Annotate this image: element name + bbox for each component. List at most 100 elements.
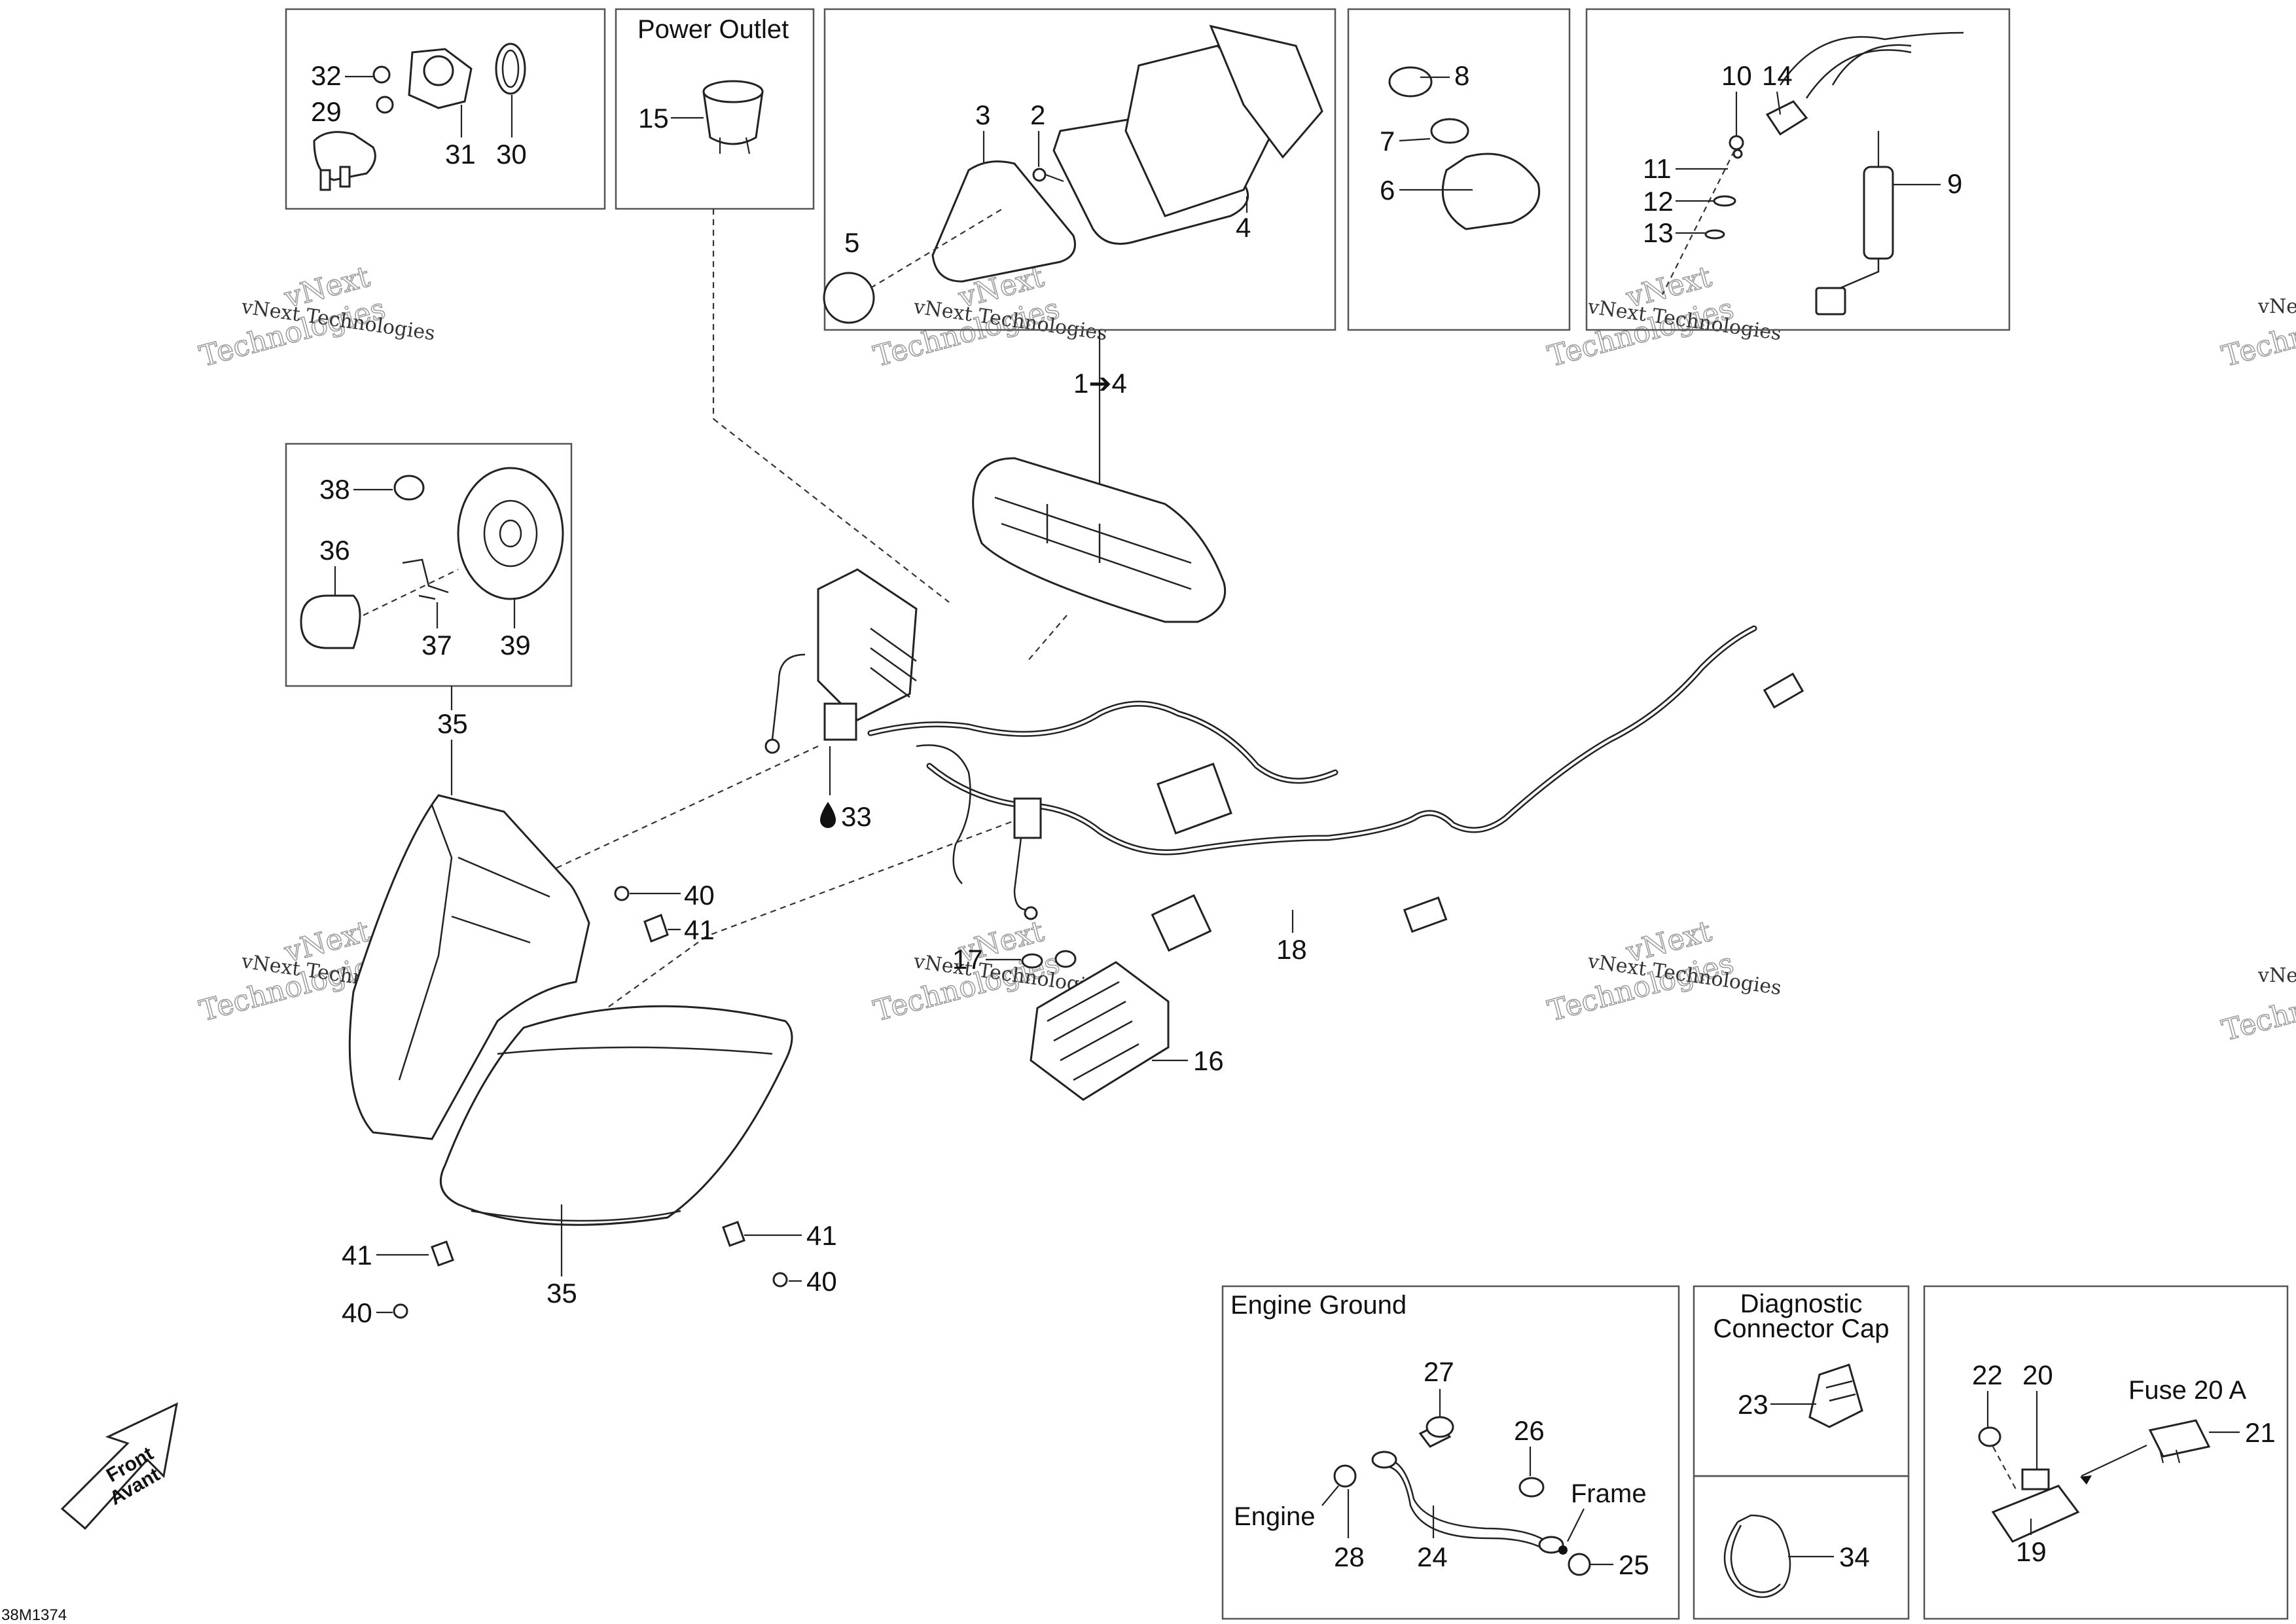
box-taillight: 32 29 31 30 — [285, 8, 606, 210]
callout-41-c: 41 — [342, 1240, 372, 1271]
box-cable-tie: 34 — [1693, 1475, 1910, 1620]
harness-connector-icon — [1403, 896, 1448, 933]
star-washer-icon — [1333, 1464, 1357, 1488]
ground-strap-icon — [1377, 1458, 1552, 1553]
callout-22: 22 — [1972, 1360, 2003, 1390]
headlight-bulb-icon — [300, 594, 361, 649]
harness-module-icon — [1157, 763, 1232, 835]
watermark-1: vNext Technologies vNext Technologies — [196, 259, 437, 374]
front-arrow: Front Avant — [60, 1402, 178, 1530]
box-sensor: 10 14 11 12 13 9 — [1585, 8, 2011, 331]
arrow-head-icon — [2080, 1475, 2092, 1485]
box-frame — [285, 8, 606, 210]
bolt-icon — [1021, 953, 1043, 969]
watermark-text: vNext Technologies — [2257, 964, 2296, 987]
callout-12: 12 — [1643, 186, 1674, 217]
box-power-outlet: Power Outlet 15 — [615, 8, 815, 210]
callout-39: 39 — [500, 630, 531, 660]
voltage-regulator-icon — [1030, 961, 1170, 1101]
box-frame — [1585, 8, 2011, 331]
callout-31: 31 — [445, 139, 476, 170]
callout-40-c: 40 — [342, 1297, 372, 1328]
harness-plug-icon — [1013, 797, 1042, 839]
screw-icon — [393, 1303, 408, 1319]
relay-connector-icon — [823, 702, 857, 741]
washer-icon — [1704, 229, 1725, 240]
callout-9: 9 — [1947, 168, 1962, 199]
box-headlight-bulb: 38 36 37 39 — [285, 442, 573, 710]
box-gauge: 3 2 5 4 — [823, 8, 1336, 331]
diagram-code: 38M1374 — [1, 1606, 67, 1624]
callout-25: 25 — [1619, 1549, 1649, 1580]
callout-5: 5 — [844, 227, 859, 258]
bulb-socket-icon — [313, 131, 376, 181]
callout-26: 26 — [1514, 1415, 1545, 1446]
box-fuse: Fuse 20 A 22 20 21 19 — [1923, 1285, 2289, 1620]
callout-30: 30 — [496, 139, 527, 170]
star-washer-icon — [1568, 1553, 1591, 1576]
relay-box-icon — [817, 568, 918, 721]
harness-end-connector-icon — [1763, 672, 1804, 709]
callout-41-b: 41 — [806, 1220, 837, 1251]
callout-34: 34 — [1839, 1542, 1870, 1572]
callout-2: 2 — [1030, 99, 1045, 130]
callout-33: 33 — [841, 801, 872, 832]
key-icon — [1388, 66, 1433, 98]
callout-11: 11 — [1643, 153, 1672, 184]
clip-nut-icon — [722, 1221, 745, 1247]
box-frame — [1347, 8, 1571, 331]
box-title-diagnostic-line2: Connector Cap — [1713, 1314, 1889, 1343]
sensor-icon — [1863, 166, 1894, 260]
callout-4: 4 — [1236, 212, 1251, 243]
callout-16: 16 — [1193, 1045, 1224, 1076]
screw-icon — [1032, 168, 1047, 182]
nut-icon — [1054, 950, 1077, 968]
ignition-switch-icon — [1441, 153, 1541, 230]
callout-7: 7 — [1380, 126, 1395, 156]
box-diagnostic-cap: Diagnostic Connector Cap 23 — [1693, 1285, 1910, 1477]
fuse-holder-icon — [1991, 1485, 2080, 1543]
box-frame — [1221, 1285, 1680, 1620]
callout-3: 3 — [975, 99, 990, 130]
clip-icon — [402, 558, 449, 600]
lens-ring-icon — [495, 43, 526, 95]
fuse-holder-cover-icon — [2021, 1468, 2050, 1490]
box-engine-ground: Engine Ground 27 26 28 24 25 Engine Fram… — [1221, 1285, 1680, 1620]
ring-terminal-icon — [764, 738, 780, 754]
callout-35-bottom: 35 — [547, 1278, 577, 1308]
callout-40-a: 40 — [684, 880, 715, 911]
ring-terminal-icon — [1024, 906, 1038, 920]
headlight-lens-icon — [439, 1005, 793, 1226]
box-key-switch: 8 7 6 — [1347, 8, 1571, 331]
watermark-7-edge: vNext Technologies Technologies — [2218, 291, 2296, 374]
callout-24: 24 — [1417, 1542, 1448, 1572]
callout-23: 23 — [1738, 1389, 1768, 1420]
cable-tie-icon — [1723, 1514, 1791, 1598]
callout-41-a: 41 — [684, 914, 715, 945]
clip-nut-icon — [643, 914, 669, 943]
box-frame — [823, 8, 1336, 331]
callout-13: 13 — [1643, 217, 1674, 248]
callout-8: 8 — [1454, 60, 1469, 91]
screw-icon — [772, 1272, 788, 1288]
callout-14: 14 — [1762, 60, 1793, 91]
washer-icon — [1713, 195, 1736, 207]
callout-40-b: 40 — [806, 1266, 837, 1297]
callout-21: 21 — [2245, 1417, 2276, 1448]
callout-36: 36 — [319, 535, 350, 566]
bulb-cap-icon — [393, 475, 425, 501]
screw-icon — [1978, 1426, 2001, 1447]
frame-label: Frame — [1571, 1479, 1647, 1508]
callout-10: 10 — [1721, 60, 1752, 91]
main-assembly: 1➔4 33 17 16 18 — [536, 209, 1804, 1101]
logo-badge-icon — [823, 272, 875, 324]
watermark-6: vNext Technologies vNext Technologies — [1544, 914, 1783, 1028]
headlight-housing-icon — [348, 794, 590, 1140]
socket-pin-icon — [319, 169, 331, 191]
callout-range-1-4: 1➔4 — [1073, 368, 1127, 399]
callout-28: 28 — [1334, 1542, 1365, 1572]
regulator-connector-icon — [1151, 894, 1212, 952]
front-arrow-icon — [60, 1402, 178, 1530]
box-title-engine-ground: Engine Ground — [1230, 1291, 1407, 1320]
